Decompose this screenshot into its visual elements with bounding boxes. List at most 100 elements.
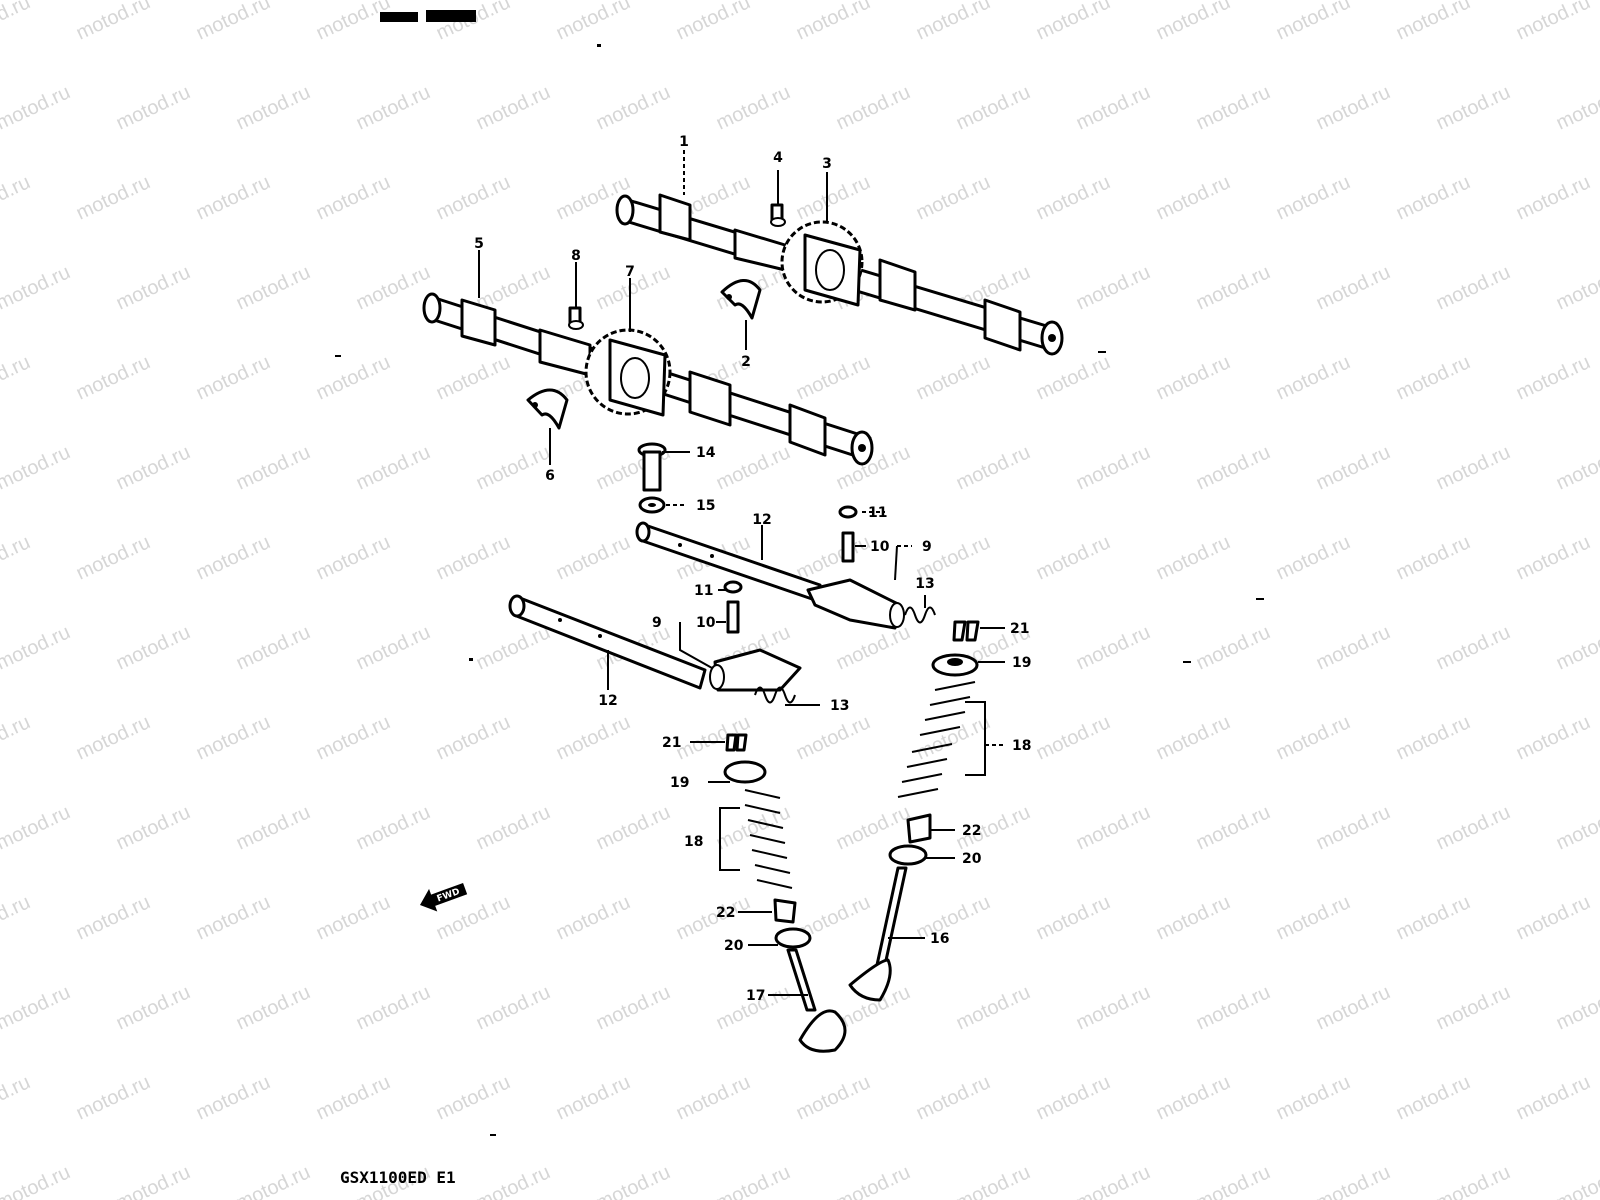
watermark-text: motod.ru xyxy=(1433,81,1514,134)
watermark-text: motod.ru xyxy=(0,261,74,314)
callout-19-left: 19 xyxy=(670,775,689,791)
rocker-shaft-lower[interactable] xyxy=(508,594,707,690)
bolt-lower[interactable] xyxy=(568,306,584,330)
seat-right[interactable] xyxy=(888,844,928,866)
retainer-left[interactable] xyxy=(723,760,767,784)
watermark-text: motod.ru xyxy=(1553,801,1600,854)
watermark-text: motod.ru xyxy=(1153,891,1234,944)
watermark-text: motod.ru xyxy=(1193,261,1274,314)
callout-18-left: 18 xyxy=(684,834,703,850)
watermark-text: motod.ru xyxy=(1193,621,1274,674)
callout-6: 6 xyxy=(545,468,555,484)
watermark-text: motod.ru xyxy=(113,441,194,494)
watermark-text: motod.ru xyxy=(1273,1071,1354,1124)
callout-9-upper: 9 xyxy=(922,539,932,555)
watermark-text: motod.ru xyxy=(1273,351,1354,404)
watermark-text: motod.ru xyxy=(1273,891,1354,944)
watermark-text: motod.ru xyxy=(1553,621,1600,674)
valve-left[interactable] xyxy=(786,948,847,1053)
watermark-text: motod.ru xyxy=(0,171,34,224)
cam-sprocket-upper[interactable] xyxy=(780,220,864,307)
watermark-text: motod.ru xyxy=(553,0,634,45)
rocker-spring-lower[interactable] xyxy=(754,686,796,704)
watermark-text: motod.ru xyxy=(1273,531,1354,584)
callout-4: 4 xyxy=(773,150,783,166)
callout-21-left: 21 xyxy=(662,735,681,751)
watermark-text: motod.ru xyxy=(593,81,674,134)
valve-right[interactable] xyxy=(848,866,908,1002)
watermark-text: motod.ru xyxy=(1433,621,1514,674)
watermark-text: motod.ru xyxy=(313,711,394,764)
watermark-text: motod.ru xyxy=(953,441,1034,494)
watermark-text: motod.ru xyxy=(1073,81,1154,134)
watermark-text: motod.ru xyxy=(233,261,314,314)
adjust-screw-upper[interactable] xyxy=(838,505,858,563)
watermark-text: motod.ru xyxy=(233,981,314,1034)
model-code: GSX1100ED E1 xyxy=(340,1168,456,1187)
spring-right-inner[interactable] xyxy=(897,743,953,798)
rocker-bolt[interactable] xyxy=(637,442,667,492)
watermark-text: motod.ru xyxy=(0,0,34,45)
watermark-text: motod.ru xyxy=(1033,351,1114,404)
watermark-text: motod.ru xyxy=(1033,0,1114,45)
watermark-text: motod.ru xyxy=(1393,0,1474,45)
watermark-text: motod.ru xyxy=(433,531,514,584)
watermark-text: motod.ru xyxy=(433,711,514,764)
watermark-text: motod.ru xyxy=(353,801,434,854)
rocker-arm-right[interactable] xyxy=(806,578,905,630)
callout-21-right: 21 xyxy=(1010,621,1029,637)
watermark-text: motod.ru xyxy=(673,891,754,944)
watermark-text: motod.ru xyxy=(233,1161,314,1200)
adjust-screw-lower[interactable] xyxy=(723,580,743,634)
seal-right[interactable] xyxy=(906,813,932,844)
watermark-text: motod.ru xyxy=(1073,441,1154,494)
watermark-text: motod.ru xyxy=(1153,711,1234,764)
callout-12-upper: 12 xyxy=(752,512,771,528)
seat-left[interactable] xyxy=(774,927,812,949)
callout-11-lower: 11 xyxy=(694,583,713,599)
callout-labels: 1 2 3 4 5 6 7 8 9 9 10 10 11 11 12 12 13… xyxy=(474,134,1031,1004)
watermark-text: motod.ru xyxy=(1553,261,1600,314)
bolt-upper[interactable] xyxy=(770,203,786,227)
watermark-text: motod.ru xyxy=(1553,981,1600,1034)
bracket-lower[interactable] xyxy=(526,388,569,430)
spring-left-outer[interactable] xyxy=(744,789,786,844)
cam-sprocket-lower[interactable] xyxy=(584,328,672,417)
callout-20-left: 20 xyxy=(724,938,744,954)
rocker-spring-upper[interactable] xyxy=(904,606,936,624)
watermark-text: motod.ru xyxy=(1313,621,1394,674)
watermark-text: motod.ru xyxy=(313,1071,394,1124)
callout-16: 16 xyxy=(930,931,949,947)
seal-left[interactable] xyxy=(773,898,797,924)
watermark-text: motod.ru xyxy=(313,351,394,404)
watermark-text: motod.ru xyxy=(193,711,274,764)
retainer-right[interactable] xyxy=(931,653,979,677)
cotter-left[interactable] xyxy=(725,733,748,752)
watermark-text: motod.ru xyxy=(593,981,674,1034)
watermark-text: motod.ru xyxy=(1153,531,1234,584)
watermark-text: motod.ru xyxy=(73,0,154,45)
bracket-upper[interactable] xyxy=(720,279,762,320)
watermark-text: motod.ru xyxy=(1513,351,1594,404)
spring-left-inner[interactable] xyxy=(751,849,793,889)
watermark-text: motod.ru xyxy=(1033,531,1114,584)
watermark-text: motod.ru xyxy=(113,1161,194,1200)
rocker-arm-left[interactable] xyxy=(709,648,802,692)
watermark-text: motod.ru xyxy=(193,891,274,944)
watermark-text: motod.ru xyxy=(1513,171,1594,224)
callout-20-right: 20 xyxy=(962,851,982,867)
watermark-text: motod.ru xyxy=(0,801,74,854)
watermark-text: motod.ru xyxy=(1433,801,1514,854)
watermark-text: motod.ru xyxy=(793,171,874,224)
watermark-text: motod.ru xyxy=(1513,531,1594,584)
spring-right-outer[interactable] xyxy=(919,681,976,736)
watermark-text: motod.ru xyxy=(473,1161,554,1200)
rocker-washer[interactable] xyxy=(638,496,666,514)
cotter-right[interactable] xyxy=(952,620,980,642)
watermark-text: motod.ru xyxy=(1313,981,1394,1034)
scan-specks xyxy=(335,44,1264,1136)
watermark-text: motod.ru xyxy=(1393,1071,1474,1124)
watermark-text: motod.ru xyxy=(673,0,754,45)
callout-1: 1 xyxy=(679,134,689,150)
callout-22-right: 22 xyxy=(962,823,981,839)
